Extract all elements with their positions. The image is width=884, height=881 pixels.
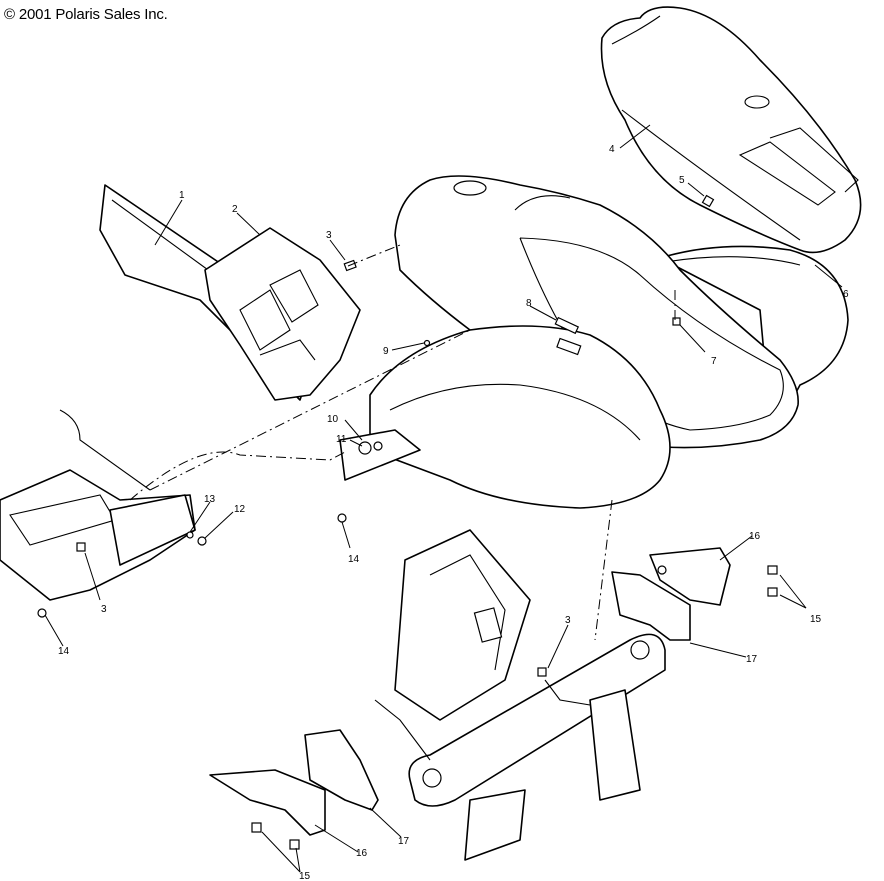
callout-3: 3 [565,615,571,626]
callout-14: 14 [58,646,70,657]
part-right-bracket-17 [611,571,691,641]
part-footwell-grid [204,227,361,401]
callout-16: 16 [356,848,368,859]
callout-5: 5 [679,175,685,186]
callout-2: 2 [232,204,238,215]
callout-13: 13 [204,494,216,505]
callout-16: 16 [749,531,761,542]
callout-labels: 1 2 3 4 5 6 7 8 9 10 11 12 13 14 3 14 3 … [58,144,849,881]
callout-15: 15 [810,614,822,625]
callout-8: 8 [526,298,532,309]
callout-9: 9 [383,346,389,357]
callout-4: 4 [609,144,615,155]
callout-3: 3 [101,604,107,615]
callout-12: 12 [234,504,246,515]
part-side-mount-plate [339,429,421,481]
part-lower-bracket-16 [209,769,326,836]
part-front-fender [369,316,671,509]
hardware-bolts [37,194,778,850]
part-lower-bracket-17 [304,729,379,811]
part-left-footrest [0,409,196,601]
leader-lines [44,124,843,873]
callout-17: 17 [746,654,758,665]
part-right-bracket-16 [649,547,731,606]
copyright-notice: © 2001 Polaris Sales Inc. [4,6,168,23]
callout-15: 15 [299,871,311,881]
part-frame-assembly [374,529,666,861]
assembly-dash-lines [129,244,676,641]
callout-7: 7 [711,356,717,367]
callout-17: 17 [398,836,410,847]
part-rear-rack-cover [600,6,862,254]
callout-14: 14 [348,554,360,565]
callout-10: 10 [327,414,339,425]
callout-11: 11 [336,434,347,445]
callout-1: 1 [179,190,185,201]
callout-3: 3 [326,230,332,241]
callout-6: 6 [843,289,849,300]
